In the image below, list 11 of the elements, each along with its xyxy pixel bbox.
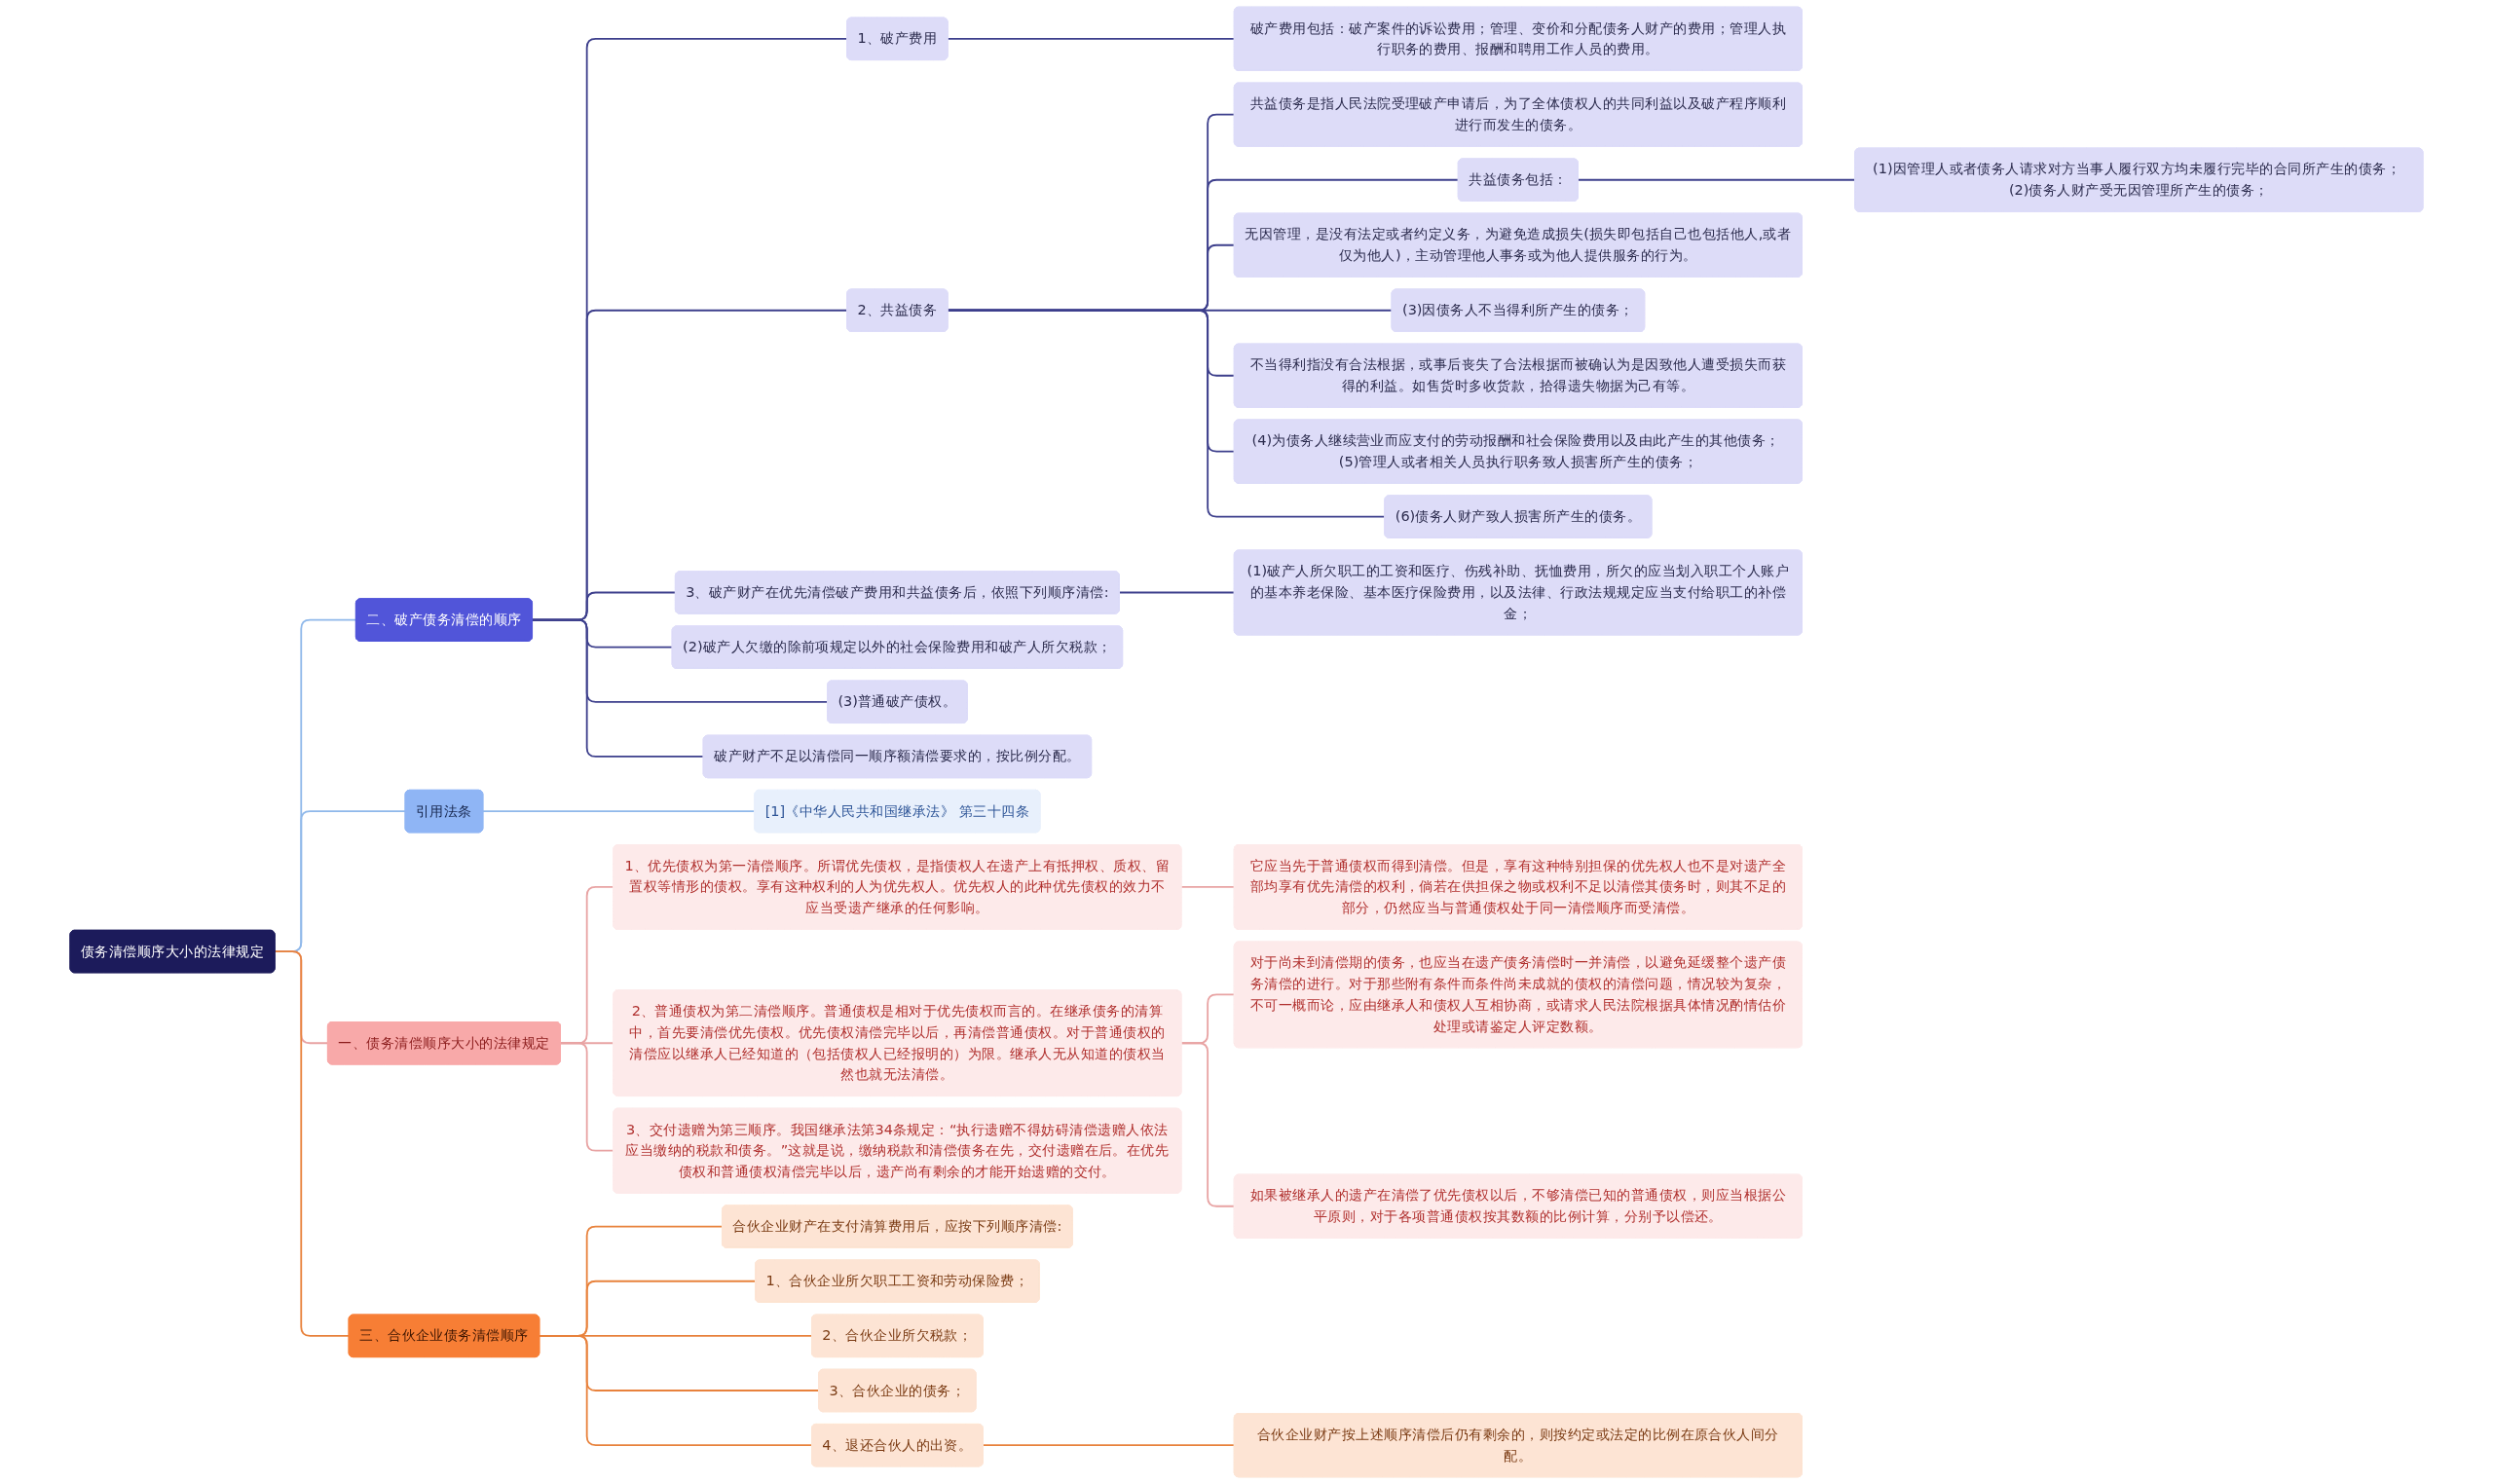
connector — [538, 1334, 813, 1447]
connector — [1118, 591, 1236, 594]
connector — [947, 37, 1236, 40]
connector — [559, 1042, 614, 1152]
connector — [1180, 1042, 1236, 1207]
connector — [947, 309, 1386, 518]
connector — [1180, 886, 1236, 888]
connector — [1577, 178, 1856, 181]
connector — [481, 810, 756, 812]
connector — [531, 618, 705, 758]
connector — [982, 1444, 1236, 1447]
